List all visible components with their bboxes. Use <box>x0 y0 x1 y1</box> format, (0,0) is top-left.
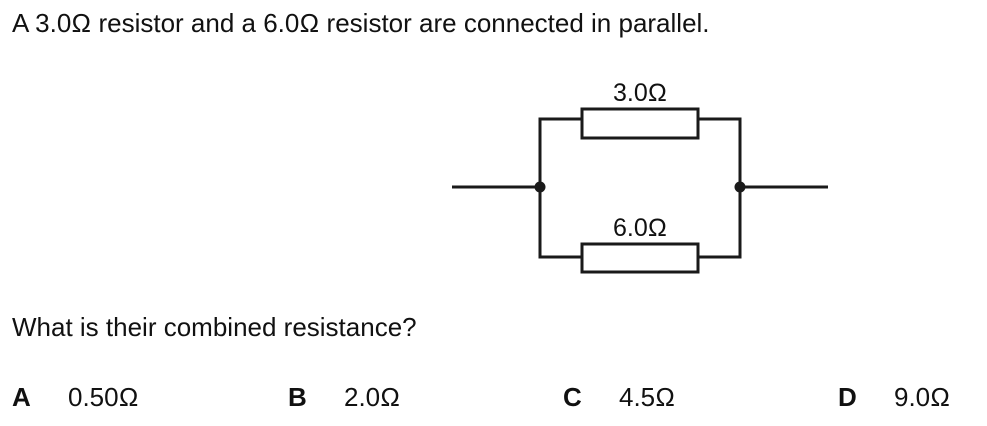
option-a[interactable]: A 0.50Ω <box>12 382 139 412</box>
top-resistor <box>580 107 700 140</box>
option-d[interactable]: D 9.0Ω <box>838 382 950 412</box>
intro-text: A 3.0Ω resistor and a 6.0Ω resistor are … <box>12 8 710 38</box>
bottom-resistor-label: 6.0Ω <box>613 214 667 242</box>
option-letter: C <box>563 382 582 412</box>
option-value: 0.50Ω <box>68 382 139 412</box>
bottom-resistor <box>580 242 700 274</box>
option-b[interactable]: B 2.0Ω <box>288 382 400 412</box>
right-junction-dot <box>734 181 746 193</box>
option-value: 4.5Ω <box>619 382 676 412</box>
option-letter: A <box>12 382 31 412</box>
option-c[interactable]: C 4.5Ω <box>563 382 675 412</box>
question-text: What is their combined resistance? <box>12 312 417 342</box>
option-value: 2.0Ω <box>344 382 401 412</box>
option-letter: B <box>288 382 307 412</box>
top-resistor-label: 3.0Ω <box>613 79 667 107</box>
option-letter: D <box>838 382 857 412</box>
left-junction-dot <box>534 181 546 193</box>
option-value: 9.0Ω <box>894 382 951 412</box>
